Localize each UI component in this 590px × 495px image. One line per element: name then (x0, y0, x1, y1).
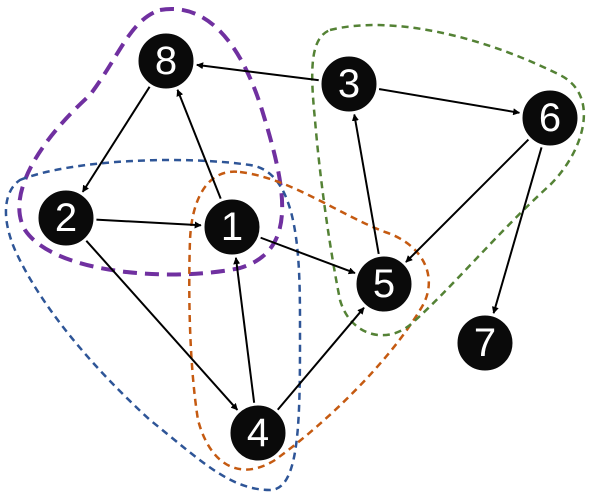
edge-4-to-5 (276, 307, 365, 411)
edge-2-to-4 (85, 239, 239, 411)
node-1[interactable]: 1 (201, 196, 263, 258)
edge-6-to-5 (405, 138, 530, 263)
node-1-label: 1 (221, 205, 243, 249)
node-2-circle (35, 187, 97, 249)
node-4-label: 4 (247, 411, 269, 455)
edge-2-to-1 (95, 218, 202, 229)
node-1-circle (201, 196, 263, 258)
node-8[interactable]: 8 (135, 30, 197, 92)
edge-5-to-3 (351, 113, 380, 255)
group-outline-orange (188, 170, 431, 471)
node-5[interactable]: 5 (353, 253, 415, 315)
node-8-label: 8 (155, 39, 177, 83)
edge-6-to-7 (491, 146, 543, 314)
node-3-label: 3 (338, 62, 360, 106)
group-outline-blue (4, 158, 302, 492)
node-8-circle (135, 30, 197, 92)
group-outline-purple (17, 6, 285, 277)
node-6[interactable]: 6 (519, 87, 581, 149)
edges (81, 62, 543, 411)
node-6-label: 6 (539, 96, 561, 140)
node-4-circle (227, 402, 289, 464)
node-3[interactable]: 3 (318, 53, 380, 115)
edge-1-to-8 (176, 89, 222, 200)
edge-1-to-5 (259, 236, 356, 275)
node-7-circle (454, 312, 516, 374)
node-7[interactable]: 7 (454, 312, 516, 374)
node-6-circle (519, 87, 581, 149)
edge-3-to-8 (196, 62, 320, 82)
edge-4-to-1 (233, 257, 256, 404)
node-2[interactable]: 2 (35, 187, 97, 249)
node-2-label: 2 (55, 196, 77, 240)
node-4[interactable]: 4 (227, 402, 289, 464)
edge-3-to-6 (378, 88, 521, 116)
node-7-label: 7 (474, 321, 496, 365)
nodes: 1 2 3 4 5 6 7 8 (35, 30, 581, 464)
group-outlines (4, 6, 585, 492)
node-5-label: 5 (373, 262, 395, 306)
node-5-circle (353, 253, 415, 315)
edge-8-to-2 (81, 85, 151, 193)
node-3-circle (318, 53, 380, 115)
group-outline-green (311, 23, 585, 337)
